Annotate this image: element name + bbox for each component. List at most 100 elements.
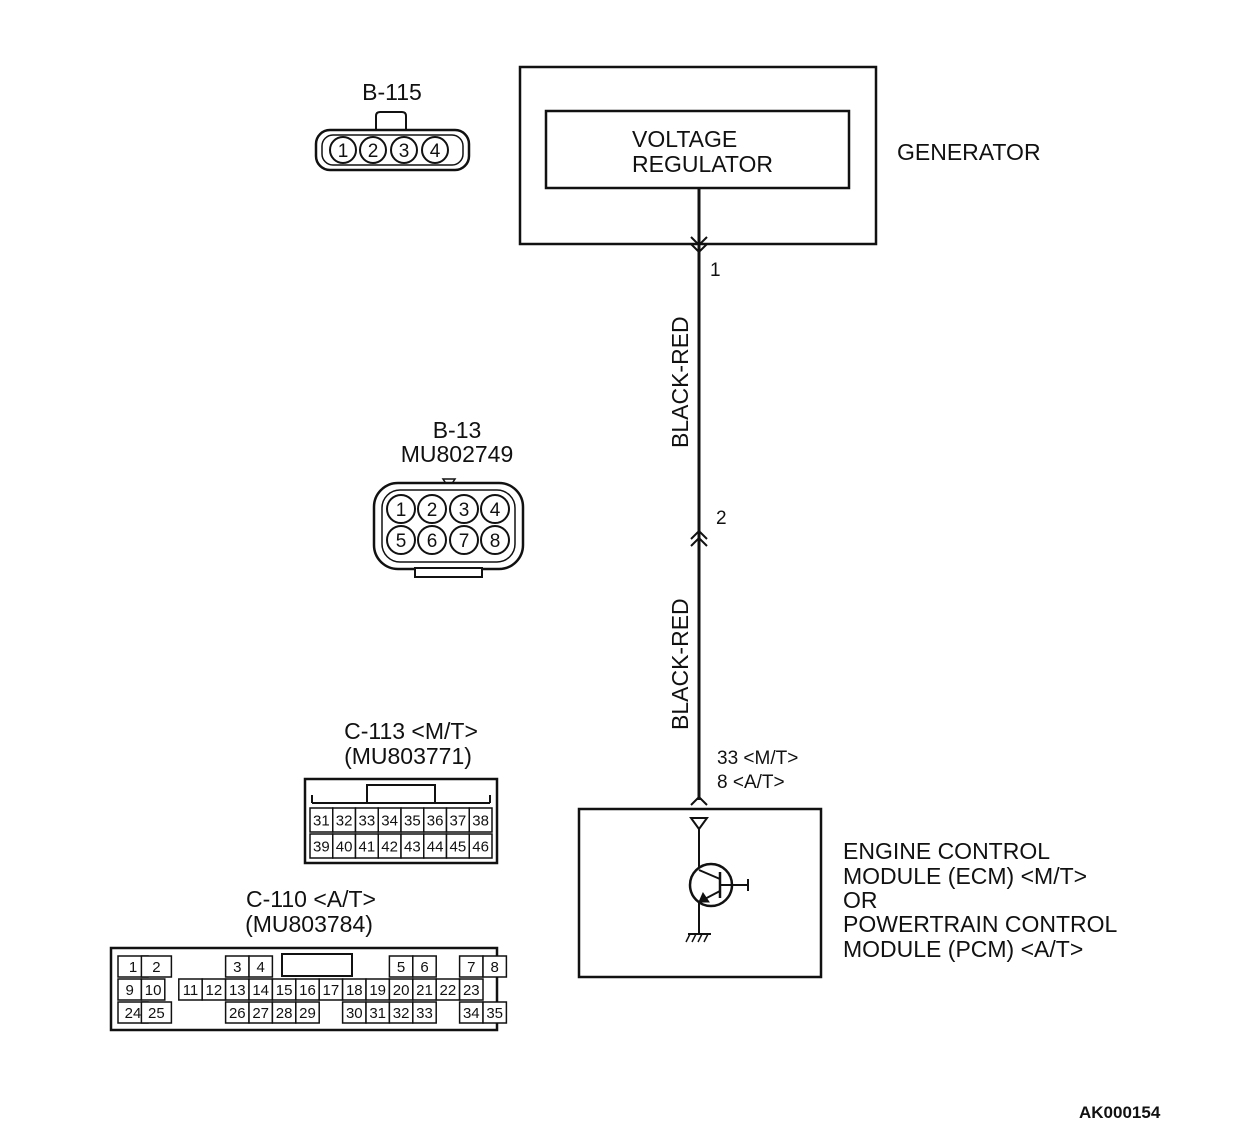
connector-b13-pin: 4	[490, 500, 501, 521]
connector-b115-pin: 2	[368, 141, 379, 162]
connector-c110-pin-cell	[412, 955, 437, 978]
wire-harness: 1 BLACK-RED 2 BLACK-RED 33 <M/T> 8 <A/T>	[667, 188, 798, 806]
connector-c113-pin-label: 32	[336, 813, 353, 830]
connector-c113-key	[366, 784, 436, 804]
wire-pin-label: 1	[710, 260, 721, 281]
connector-c110-pin-label: 15	[276, 982, 293, 999]
connector-c110-pin-cell	[295, 1001, 320, 1024]
connector-c110-pin-label: 6	[420, 959, 428, 976]
connector-b13-pin: 7	[459, 531, 470, 552]
connector-c110-pin-label: 1	[129, 959, 137, 976]
connector-b13-pin: 1	[396, 500, 407, 521]
connector-c110-pin-label: 28	[276, 1005, 293, 1022]
connector-c110-pin-cell	[140, 955, 173, 978]
connector-c110-pin-label: 2	[152, 959, 160, 976]
ecm-pin-label: 8 <A/T>	[717, 772, 785, 793]
connector-c110-pin-cell	[140, 1001, 173, 1024]
connector-b13-pin-circle	[417, 525, 447, 555]
wire-connector-chevron	[690, 795, 708, 806]
connector-b115-label: B-115	[362, 79, 422, 105]
wire-connector-chevron	[690, 536, 708, 547]
connector-b13-pin-circle	[480, 494, 510, 524]
connector-c110-pin-cell	[248, 955, 274, 978]
connector-c110-pin-label: 27	[252, 1005, 269, 1022]
ecm-label: MODULE (PCM) <A/T>	[843, 936, 1083, 962]
connector-c113-pin-label: 38	[472, 813, 489, 830]
connector-c110-pin-label: 18	[346, 982, 363, 999]
connector-c110-pin-label: 34	[463, 1005, 480, 1022]
connector-c110-pin-label: 31	[369, 1005, 386, 1022]
transistor-icon	[698, 869, 721, 880]
ground-icon	[697, 933, 703, 943]
connector-c110-pin-label: 30	[346, 1005, 363, 1022]
wire-color-label: BLACK-RED	[667, 316, 693, 448]
connector-b13-pin: 8	[490, 531, 501, 552]
connector-c113-pin-cell	[468, 807, 493, 833]
connector-c110-pin-cell	[482, 1001, 508, 1024]
wire-color-label: BLACK-RED	[667, 598, 693, 730]
connector-b115-latch	[375, 111, 407, 130]
connector-c110-pin-label: 13	[229, 982, 246, 999]
connector-c110-pin-label: 20	[393, 982, 410, 999]
connector-c113-pin-label: 37	[450, 813, 467, 830]
connector-c110-pin-label: 11	[183, 982, 199, 999]
wire-connector-chevron	[690, 529, 708, 540]
ground-icon	[691, 933, 697, 943]
connector-b13-pin-circle	[449, 494, 479, 524]
connector-c113-pin-label: 42	[381, 839, 398, 856]
connector-b13-part-number: MU802749	[401, 441, 514, 467]
ecm-label: POWERTRAIN CONTROL	[843, 911, 1118, 937]
connector-c110-pin-cell	[458, 978, 484, 1001]
connector-b13-pin: 2	[427, 500, 438, 521]
connector-b115-pin: 4	[430, 141, 441, 162]
connector-c110-pin-label: 29	[299, 1005, 316, 1022]
connector-b13-pin-circle	[386, 494, 416, 524]
connector-c110-pin-label: 19	[369, 982, 386, 999]
connector-c110-pin-label: 35	[486, 1005, 503, 1022]
ground-icon	[703, 933, 709, 943]
connector-c110-pin-label: 16	[299, 982, 316, 999]
connector-c113-label: C-113 <M/T>	[344, 718, 478, 744]
connector-c113-pin-cell	[468, 833, 493, 859]
engine-control-module: ENGINE CONTROL MODULE (ECM) <M/T> OR POW…	[577, 807, 1118, 979]
connector-c110-pin-label: 14	[252, 982, 269, 999]
connector-c110-pin-label: 21	[416, 982, 433, 999]
wire-pin-label: 2	[716, 508, 727, 529]
connector-c110-pin-label: 9	[126, 982, 134, 999]
connector-c110-pin-label: 25	[148, 1005, 165, 1022]
connector-c110-label: C-110 <A/T>	[246, 886, 376, 912]
ecm-terminal-triangle	[689, 817, 709, 831]
connector-c113-pin-label: 44	[427, 839, 444, 856]
connector-c110-pin-label: 3	[233, 959, 241, 976]
connector-b13-pin: 5	[396, 531, 407, 552]
generator: VOLTAGE REGULATOR GENERATOR	[518, 65, 1041, 246]
connector-b13-pin: 3	[459, 500, 470, 521]
connector-c110-pin-label: 23	[463, 982, 480, 999]
connector-c113-pin-label: 39	[313, 839, 330, 856]
connector-b13: B-13 MU802749 1 2 3 4 5 6 7 8	[372, 417, 525, 578]
connector-c110-pin-label: 7	[467, 959, 475, 976]
connector-b13-label: B-13	[433, 417, 482, 443]
wire-connector-chevron	[690, 243, 708, 254]
connector-c113-pin-label: 36	[427, 813, 444, 830]
connector-b115-pin-circle	[359, 136, 387, 164]
connector-c110-pin-label: 26	[229, 1005, 246, 1022]
connector-c110-pin-cell	[482, 955, 508, 978]
connector-b13-inner	[381, 489, 516, 563]
connector-c110-pin-cell	[412, 1001, 437, 1024]
connector-b13-pin-circle	[386, 525, 416, 555]
connector-b115-inner	[321, 134, 464, 166]
connector-c110-pin-label: 5	[397, 959, 405, 976]
generator-label: GENERATOR	[897, 139, 1041, 165]
voltage-regulator-label: VOLTAGE	[632, 126, 737, 152]
connector-b115-pin: 3	[399, 141, 410, 162]
connector-c113-pin-label: 43	[404, 839, 421, 856]
connector-c113-part-number: (MU803771)	[344, 743, 472, 769]
connector-c113-pin-label: 46	[472, 839, 489, 856]
connector-c113-pin-label: 45	[450, 839, 467, 856]
